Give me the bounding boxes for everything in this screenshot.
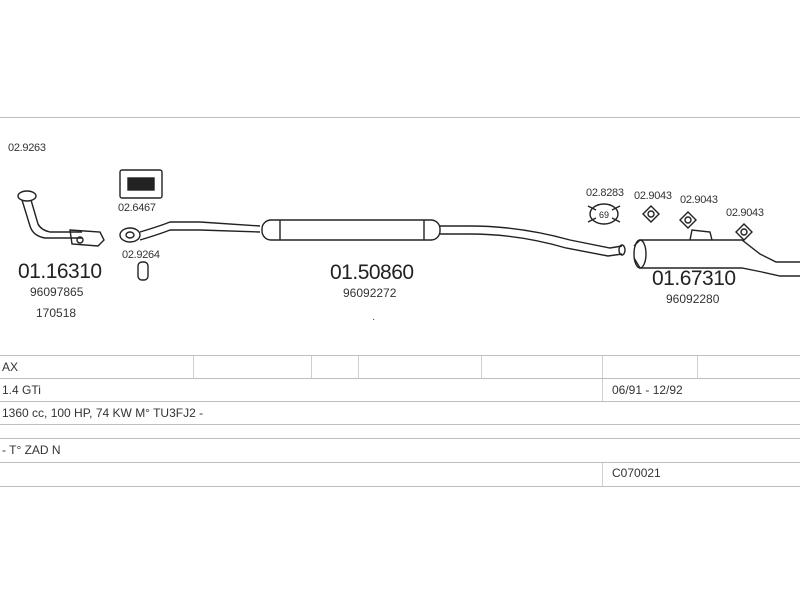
dot-mark: · — [372, 314, 376, 325]
part-number-9043-1: 02.9043 — [634, 190, 672, 202]
rear-silencer-bottom — [633, 257, 800, 277]
table-rule-3 — [0, 401, 800, 402]
middle-pipe-inlet-top — [139, 221, 261, 233]
type-cell: - T° ZAD N — [2, 443, 61, 457]
middle-silencer-body — [261, 219, 441, 241]
gasket-hole — [125, 231, 135, 239]
middle-pipe-inlet-bottom — [139, 229, 261, 241]
bracket-body — [119, 169, 163, 199]
middle-silencer-part[interactable] — [139, 219, 626, 257]
kit-code-cell: C070021 — [612, 466, 661, 480]
middle-silencer-code: 01.50860 — [330, 261, 414, 284]
seal-ring — [137, 261, 149, 281]
rear-silencer-code: 01.67310 — [652, 267, 736, 290]
table-rule-5 — [0, 438, 800, 439]
rear-silencer-inlet — [633, 239, 647, 269]
rear-silencer-part[interactable] — [633, 229, 800, 277]
front-pipe-bolt-hole — [76, 236, 84, 244]
table-rule-6 — [0, 462, 800, 463]
part-number-9263: 02.9263 — [8, 142, 46, 154]
table-rule-7 — [0, 486, 800, 487]
clamp-ring — [589, 203, 619, 225]
part-number-8283: 02.8283 — [586, 187, 624, 199]
version-cell: 1.4 GTi — [2, 383, 41, 397]
col-divider-1 — [193, 356, 194, 378]
part-number-9264: 02.9264 — [122, 249, 160, 261]
front-pipe-code: 01.16310 — [18, 260, 102, 283]
rubber-mount-1[interactable] — [642, 205, 660, 223]
front-pipe-ref: 96097865 — [30, 285, 84, 299]
front-pipe-ref-2: 170518 — [36, 306, 77, 320]
top-border — [0, 117, 800, 118]
rubber-mount-3[interactable] — [735, 223, 753, 241]
table-rule-1 — [0, 355, 800, 356]
col-divider-7 — [602, 379, 603, 401]
exhaust-diagram: 69 — [17, 169, 800, 281]
front-pipe-part[interactable] — [17, 190, 105, 247]
bracket-plate — [127, 177, 155, 191]
table-rule-2 — [0, 378, 800, 379]
part-number-6467: 02.6467 — [118, 202, 156, 214]
col-divider-5 — [602, 356, 603, 378]
front-pipe-flange-ring — [17, 190, 37, 202]
front-pipe-flange-end — [69, 229, 105, 247]
middle-pipe-outlet-bottom — [440, 233, 623, 257]
col-divider-2 — [311, 356, 312, 378]
middle-pipe-outlet-top — [440, 225, 623, 249]
engine-cell: 1360 cc, 100 HP, 74 KW M° TU3FJ2 - — [2, 406, 204, 420]
rear-silencer-top — [633, 239, 800, 263]
front-pipe-tube-inner — [30, 199, 82, 233]
col-divider-3 — [358, 356, 359, 378]
model-cell: AX — [2, 360, 19, 374]
period-cell: 06/91 - 12/92 — [612, 383, 683, 397]
middle-silencer-ref: 96092272 — [343, 286, 397, 300]
table-rule-4 — [0, 424, 800, 425]
clamp-number: 69 — [599, 210, 609, 220]
bracket-part[interactable] — [119, 169, 163, 199]
rear-silencer-ref: 96092280 — [666, 292, 720, 306]
clamp-part[interactable]: 69 — [587, 203, 621, 225]
col-divider-6 — [697, 356, 698, 378]
part-number-9043-2: 02.9043 — [680, 194, 718, 206]
col-divider-8 — [602, 463, 603, 486]
rubber-mount-2[interactable] — [679, 211, 697, 229]
rear-silencer-hanger — [689, 229, 713, 241]
part-number-9043-3: 02.9043 — [726, 207, 764, 219]
gasket-part[interactable] — [119, 227, 149, 281]
col-divider-4 — [481, 356, 482, 378]
gasket-ring — [119, 227, 141, 243]
front-pipe-tube-outer — [21, 199, 82, 239]
